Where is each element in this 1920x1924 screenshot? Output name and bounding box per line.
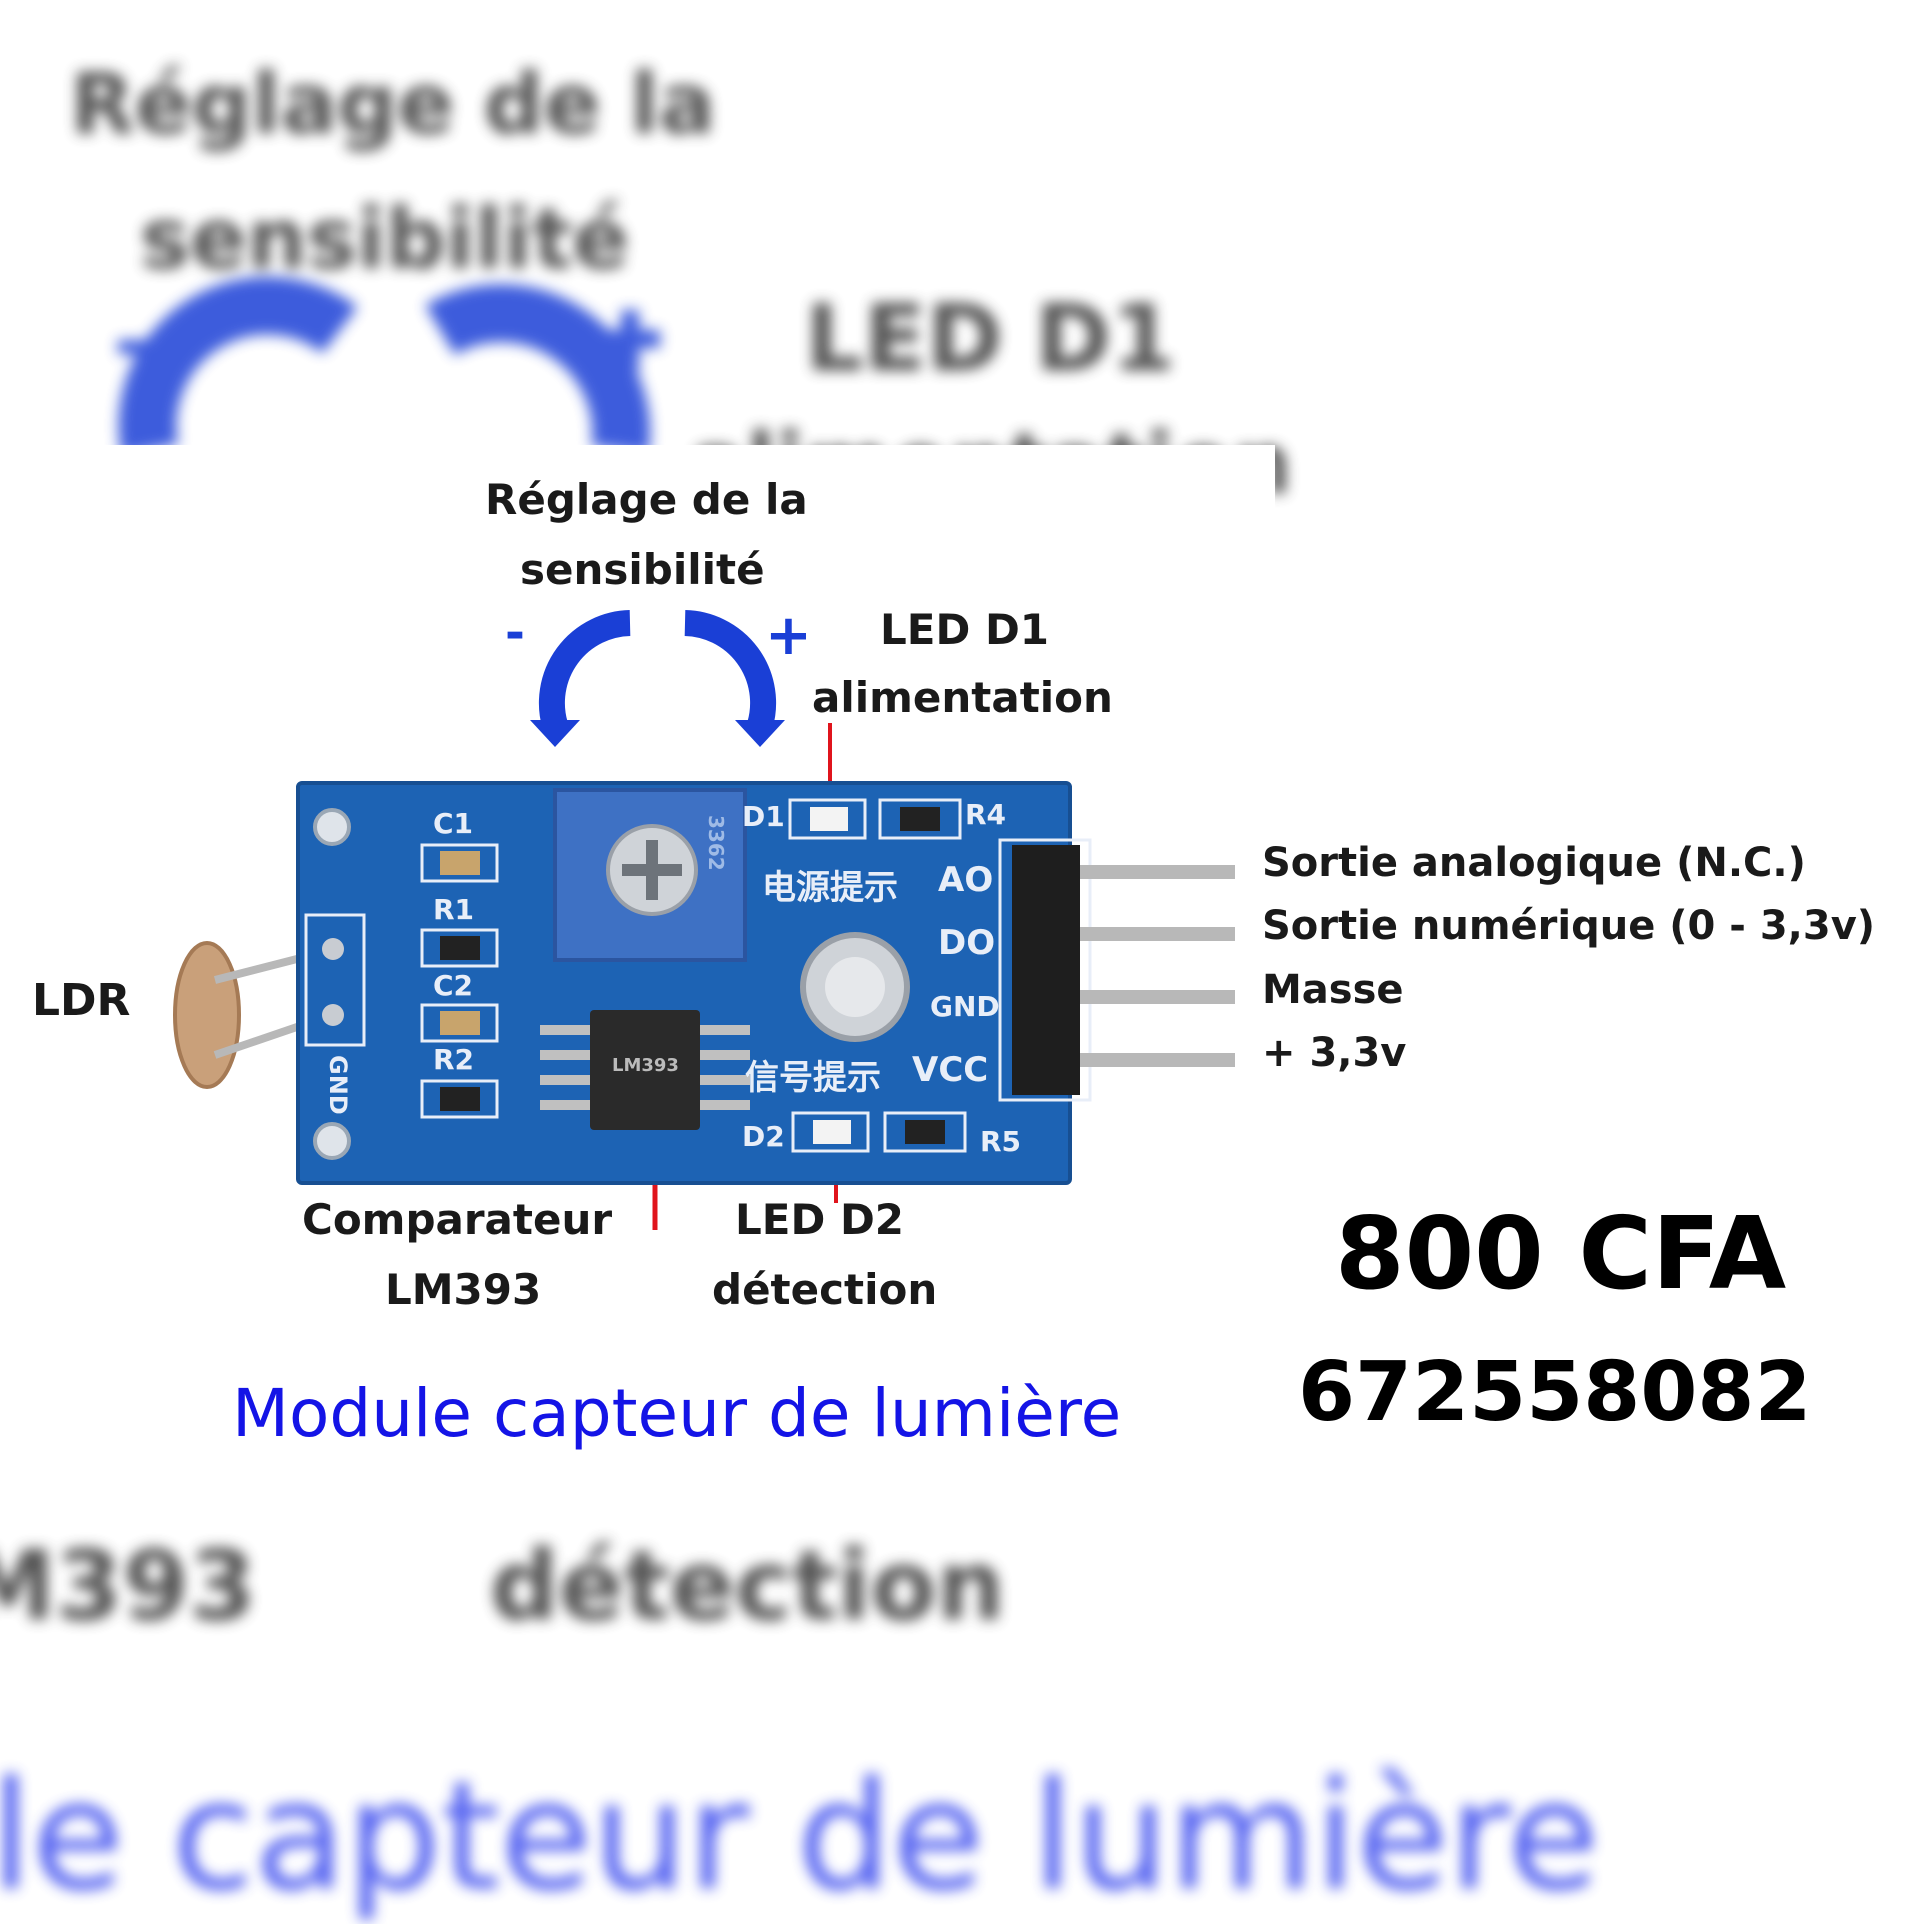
ccw-arrow-icon xyxy=(530,610,631,747)
bg-led-d1: LED D1 xyxy=(805,285,1176,392)
comparator-label-line2: LM393 xyxy=(385,1265,542,1314)
diagram-panel: Réglage de la sensibilité - + LED D1 ali… xyxy=(0,445,1875,1480)
sensitivity-label-line2: sensibilité xyxy=(520,545,765,594)
silk-d1: D1 xyxy=(742,800,785,833)
mount-hole-top xyxy=(313,808,351,846)
led-d2-label-line2: détection xyxy=(712,1265,938,1314)
bg-detection: détection xyxy=(490,1530,1005,1642)
pin-label-digital: Sortie numérique (0 - 3,3v) xyxy=(1262,903,1876,949)
mount-hole-bottom xyxy=(313,1122,351,1160)
silk-c1: C1 xyxy=(433,807,474,840)
silk-chip-marking: LM393 xyxy=(612,1055,679,1076)
minus-sign: - xyxy=(505,605,525,661)
plus-sign: + xyxy=(765,603,812,668)
r2-resistor xyxy=(420,1079,499,1119)
potentiometer-icon xyxy=(553,788,747,962)
pin-header xyxy=(1012,845,1080,1095)
pin-label-ground: Masse xyxy=(1262,967,1404,1013)
silk-d2: D2 xyxy=(742,1120,785,1153)
silk-r1: R1 xyxy=(433,893,475,926)
silk-power-indicator: 电源提示 xyxy=(762,868,898,908)
silk-ao: AO xyxy=(938,860,994,900)
bg-caption: le capteur de lumière xyxy=(0,1750,1600,1924)
bg-lm393: M393 xyxy=(0,1530,256,1642)
silk-pot-marking: 3362 xyxy=(704,815,728,871)
silk-do: DO xyxy=(938,923,996,963)
r4-resistor xyxy=(878,798,962,840)
c2-capacitor xyxy=(420,1003,499,1043)
phone-number: 672558082 xyxy=(1298,1345,1812,1440)
silk-signal-indicator: 信号提示 xyxy=(745,1058,881,1098)
pin-label-analog: Sortie analogique (N.C.) xyxy=(1262,840,1806,886)
silk-r2: R2 xyxy=(433,1043,475,1076)
d1-led-icon xyxy=(788,798,867,840)
c1-capacitor xyxy=(420,843,499,883)
ldr-label: LDR xyxy=(32,975,131,1026)
price-label: 800 CFA xyxy=(1335,1195,1787,1312)
bg-sensitivity-line2: sensibilité xyxy=(140,190,630,288)
bg-sensitivity-line1: Réglage de la xyxy=(70,55,716,153)
pin-label-vcc: + 3,3v xyxy=(1262,1030,1407,1076)
silk-gnd-left: GND xyxy=(324,1055,352,1115)
sensor-board xyxy=(173,781,1235,1185)
silk-vcc: VCC xyxy=(912,1050,989,1090)
r1-resistor xyxy=(420,928,499,968)
led-d1-label-line1: LED D1 xyxy=(880,605,1050,654)
silk-r4: R4 xyxy=(965,798,1007,831)
led-d1-label-line2: alimentation xyxy=(812,673,1113,722)
module-caption: Module capteur de lumière xyxy=(232,1375,1122,1452)
comparator-label-line1: Comparateur xyxy=(302,1195,613,1244)
led-d2-label-line1: LED D2 xyxy=(735,1195,905,1244)
sensitivity-label-line1: Réglage de la xyxy=(485,475,808,524)
silk-c2: C2 xyxy=(433,969,474,1002)
cw-arrow-icon xyxy=(684,610,785,747)
r5-resistor xyxy=(883,1111,967,1153)
header-pins xyxy=(1080,865,1235,1067)
silk-gnd: GND xyxy=(930,990,1000,1023)
silk-r5: R5 xyxy=(980,1125,1022,1158)
d2-led-icon xyxy=(791,1111,870,1153)
lm393-chip-icon xyxy=(540,1010,750,1130)
